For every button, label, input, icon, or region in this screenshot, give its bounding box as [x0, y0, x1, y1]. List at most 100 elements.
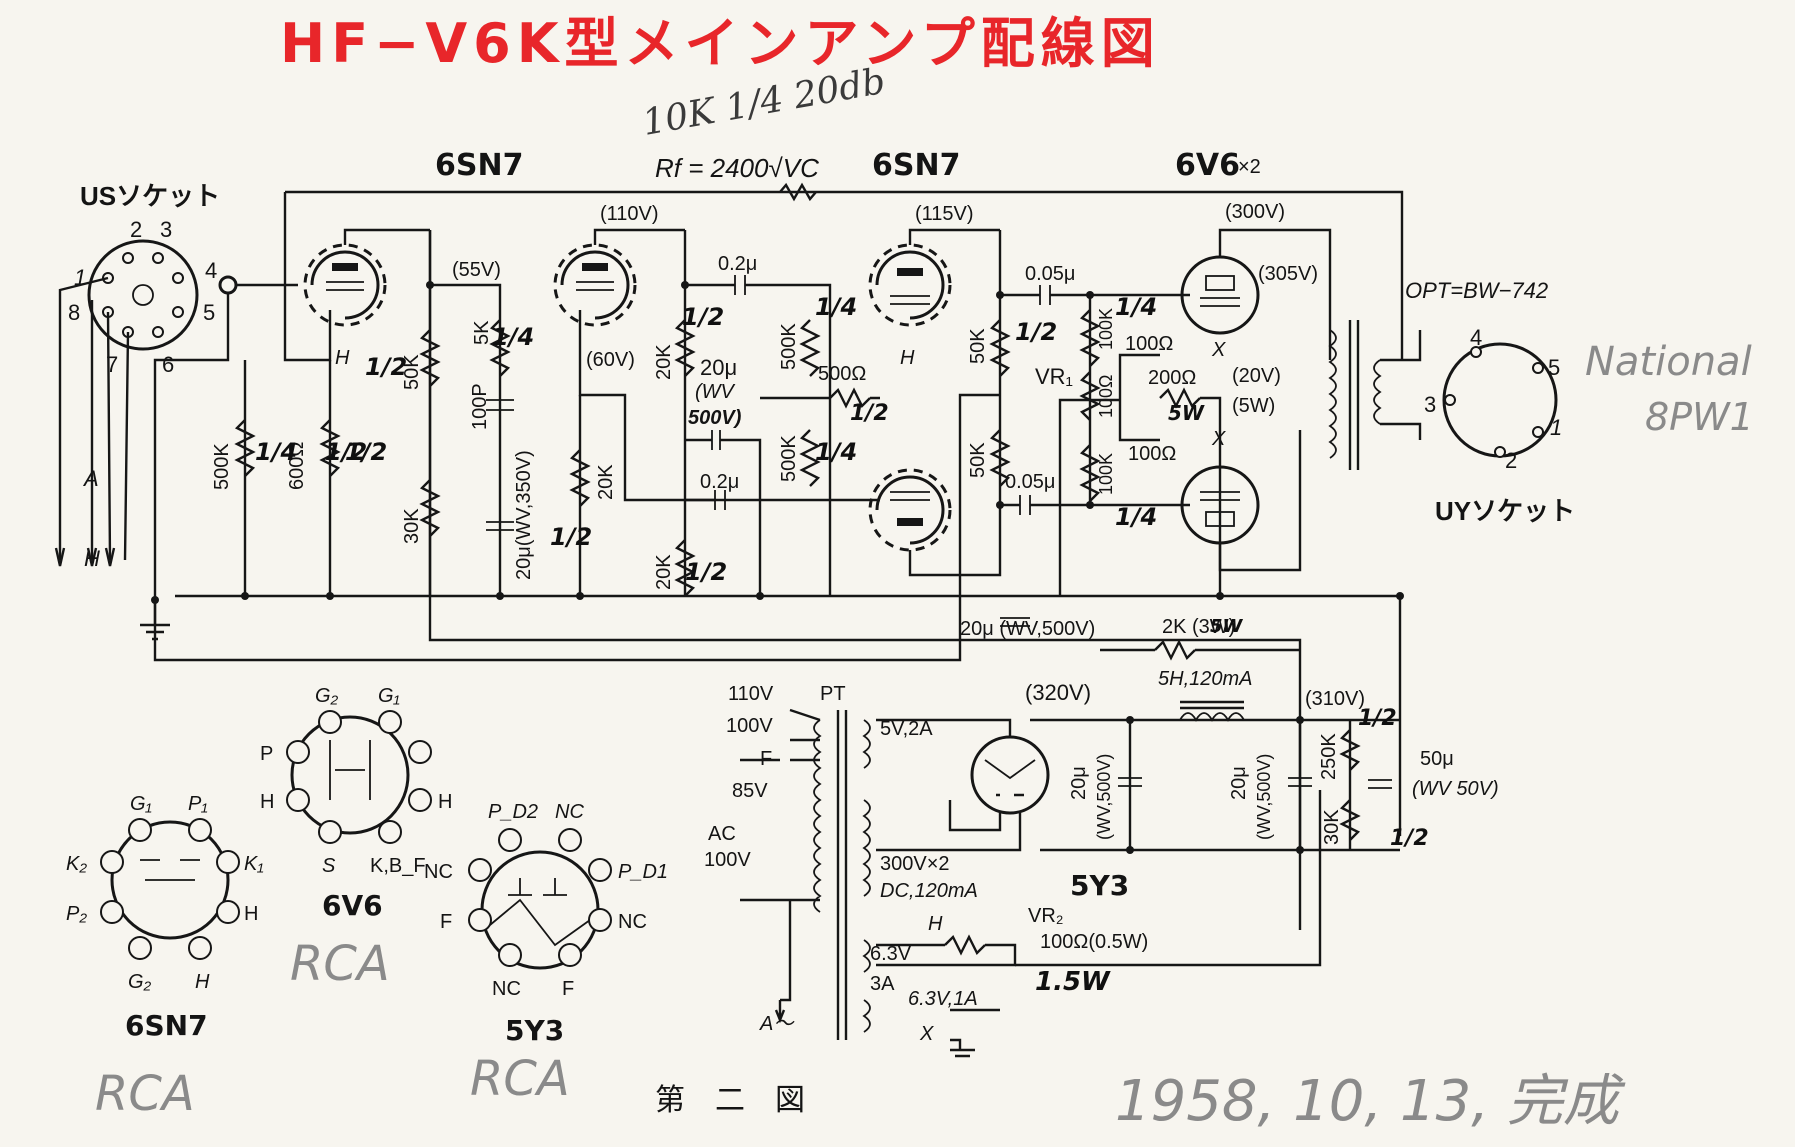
- 5y3-pin-f1: F: [440, 911, 452, 933]
- hw-mark-19: 5W: [1210, 616, 1244, 637]
- sec-63: 6.3V: [870, 943, 912, 965]
- v1-voltage: (55V): [452, 259, 501, 281]
- uy-pin-1: 1: [1550, 415, 1562, 440]
- 6sn7-pin-p1: P₁: [188, 793, 208, 815]
- r-200: 200Ω: [1148, 367, 1196, 389]
- tube-pi-top: [868, 243, 952, 327]
- choke-label: 5H,120mA: [1158, 668, 1253, 690]
- uy-pin-4: 4: [1470, 325, 1482, 350]
- hw-mark-7: 1/4: [815, 293, 857, 321]
- ac-voltage: 100V: [704, 849, 751, 871]
- tap-110: 110V: [728, 683, 774, 705]
- us-pin-4: 4: [205, 258, 217, 283]
- out-screen-voltage: (305V): [1258, 263, 1318, 285]
- opt-label: OPT=BW−742: [1405, 278, 1548, 303]
- tube-v1: [303, 228, 430, 327]
- tube-out-top: [1180, 228, 1332, 360]
- diagram-title: HF−V6K型メインアンプ配線図: [280, 12, 1161, 75]
- uy-socket: [1442, 342, 1558, 458]
- c-005-b: 0.05μ: [1005, 471, 1055, 493]
- c-20u-b-wv: (WV: [695, 381, 736, 403]
- vr2-label: VR₂: [1028, 905, 1064, 927]
- hw-mark-18: 1/2: [850, 401, 889, 426]
- 5y3-pin-pd1: P_D1: [618, 861, 668, 883]
- out-top-heater: X: [1211, 339, 1226, 361]
- r-2k: 2K (3W): [1162, 616, 1235, 638]
- r-50k-b: 50K: [967, 328, 989, 364]
- rca-note-1: RCA: [290, 936, 390, 992]
- sec-x: X: [919, 1023, 934, 1045]
- 6sn7-name: 6SN7: [125, 1009, 208, 1042]
- 6v6-pin-s: S: [322, 855, 336, 877]
- rect-label: 5Y3: [1070, 869, 1129, 902]
- us-pin-8: 8: [68, 300, 80, 325]
- c-20u-ps2-wv: (WV,500V): [1254, 754, 1274, 840]
- r-100-b: 100Ω: [1128, 443, 1176, 465]
- 6v6-pin-h2: H: [438, 791, 452, 813]
- 6sn7-pin-k2: K₂: [66, 853, 87, 875]
- us-pin-6: 6: [162, 352, 174, 377]
- hw-mark-16: 1/2: [1358, 706, 1397, 731]
- rectifier-5y3: [970, 735, 1050, 815]
- uy-socket-label: UYソケット: [1435, 496, 1575, 526]
- junction-dots: [151, 281, 1404, 854]
- rca-note-3: RCA: [470, 1051, 570, 1107]
- vr2-value: 100Ω(0.5W): [1040, 931, 1148, 953]
- c-02-a: 0.2μ: [718, 253, 757, 275]
- vr2-h: H: [928, 913, 943, 935]
- 5y3-pin-nc3: NC: [618, 911, 647, 933]
- tap-85: 85V: [732, 780, 768, 802]
- 6sn7-pin-g2: G₂: [128, 971, 152, 993]
- us-pin-5: 5: [203, 300, 215, 325]
- hw-mark-5: 1/4: [255, 438, 297, 466]
- pinout-6sn7: [100, 818, 240, 960]
- sec-hv: 300V×2: [880, 853, 950, 875]
- sec-5v: 5V,2A: [880, 718, 933, 740]
- c-20u-ps1: 20μ: [1068, 766, 1090, 800]
- hw-mark-2: 1/4: [492, 323, 534, 351]
- us-socket-label: USソケット: [80, 181, 220, 211]
- us-socket: [87, 239, 199, 351]
- r-20k-b: 20K: [653, 344, 675, 380]
- c-100p: 100P: [469, 383, 491, 430]
- c-02-b: 0.2μ: [700, 471, 739, 493]
- c-50u-wv: (WV 50V): [1412, 778, 1499, 800]
- us-pin-2: 2: [130, 217, 142, 242]
- tube-label-v3: 6V6: [1175, 148, 1240, 183]
- 6v6-pin-p: P: [260, 743, 273, 765]
- r-5k: 5K: [471, 320, 493, 345]
- r-100-c: 100Ω: [1096, 375, 1116, 419]
- hw-mark-13: 1/4: [1115, 503, 1157, 531]
- tap-100: 100V: [726, 715, 773, 737]
- pi-plate-voltage: (115V): [915, 203, 974, 225]
- power-transformer: [813, 710, 871, 1040]
- out-bottom-heater: X: [1211, 428, 1226, 450]
- speaker-national: National: [1585, 339, 1752, 385]
- r-500k-in: 500K: [211, 443, 233, 490]
- tube-label-v1: 6SN7: [435, 148, 523, 183]
- 6sn7-pin-k1: K₁: [244, 853, 264, 875]
- r-50k-c: 50K: [967, 442, 989, 478]
- 6sn7-pin-h1: H: [244, 903, 258, 925]
- hw-mark-12: 1/2: [1015, 318, 1057, 346]
- r-20k-c: 20K: [653, 554, 675, 590]
- tube-v2: [553, 228, 685, 327]
- r-30k-b: 30K: [1321, 809, 1343, 845]
- r-100k-a: 100K: [1096, 308, 1116, 350]
- 6v6-pin-k: K,B_F: [370, 855, 426, 877]
- 6sn7-pin-p2: P₂: [66, 903, 87, 925]
- sec-3a: 3A: [870, 973, 895, 995]
- out-plate-voltage: (300V): [1225, 201, 1285, 223]
- hw-mark-9: 1/4: [815, 438, 857, 466]
- input-jack: [218, 275, 238, 295]
- sec-63b: 6.3V,1A: [908, 988, 978, 1010]
- tube-label-v3-suffix: ×2: [1238, 156, 1261, 178]
- r-600: 600Ω: [286, 442, 308, 490]
- tube-label-v2: 6SN7: [872, 148, 960, 183]
- hw-mark-4: 1/2: [325, 438, 367, 466]
- v2-cathode-voltage: (60V): [586, 349, 635, 371]
- filter-choke: [1179, 700, 1245, 722]
- out-watt: (5W): [1232, 395, 1275, 417]
- v1-heater-label: H: [335, 347, 350, 369]
